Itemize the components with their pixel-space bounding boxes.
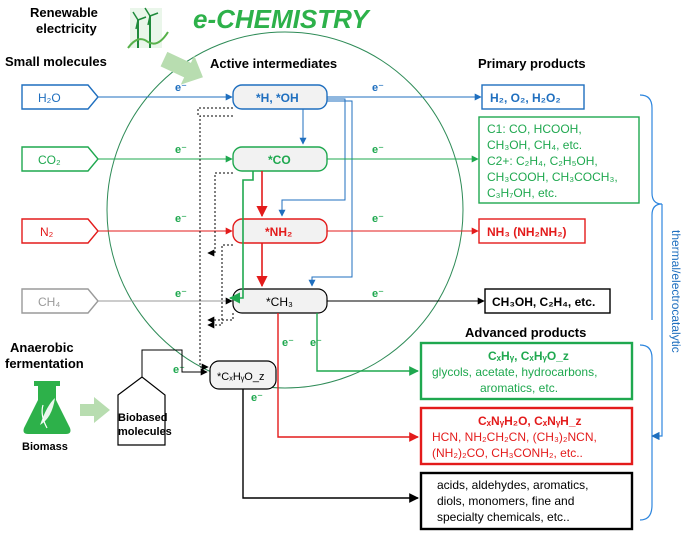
renewable-line2: electricity [36,21,97,36]
electron-label: e⁻ [173,364,185,376]
primary-hydrogen-box [481,84,585,110]
input-co2-label: CO₂ [38,153,61,167]
intermediate-nh2-label: *NH₂ [265,225,292,239]
intermediate-h-oh-label: *H, *OH [256,91,299,105]
page-title: e-CHEMISTRY [193,4,371,34]
advanced-black-box [419,471,634,531]
anaerobic-line1: Anaerobic [10,340,74,355]
advanced-black-line: specialty chemicals, etc.. [437,510,570,524]
biobased-molecules-box [117,376,166,446]
primary-carbon-line: CH₃OH, CH₄, etc. [487,138,582,152]
intermediate-co-label: *CO [268,153,291,167]
advanced-red-line: HCN, NH₂CH₂CN, (CH₃)₂NCN, [432,430,597,444]
advanced-green-box [419,341,634,401]
primary-carbon-line: C₃H₇OH, etc. [487,186,557,200]
renewable-line1: Renewable [30,5,98,20]
wind-turbines-icon [127,7,169,49]
input-h2o-label: H₂O [38,91,61,105]
primary-methane-box [484,288,611,314]
electron-label: e⁻ [310,337,322,349]
electron-label: e⁻ [282,337,294,349]
side-label: thermal/electrocatalytic [669,230,683,353]
advanced-red-line: (NH₂)₂CO, CH₃CONH₂, etc.. [432,446,583,460]
electron-label: e⁻ [175,144,187,156]
primary-carbon-box [478,116,640,204]
electron-label: e⁻ [372,144,384,156]
primary-ammonia-box [478,218,586,244]
input-ch4-label: CH₄ [38,295,60,309]
advanced-black-line: acids, aldehydes, aromatics, [437,478,588,492]
primary-methane-label: CH₃OH, C₂H₄, etc. [492,295,595,309]
advanced-black-line: diols, monomers, fine and [437,494,574,508]
electron-label: e⁻ [175,213,187,225]
input-n2 [21,218,99,244]
biomass-arrow [80,397,110,423]
right-bracket-lower [639,344,653,521]
header-small-molecules: Small molecules [5,54,107,69]
electron-label: e⁻ [372,213,384,225]
primary-carbon-line: CH₃COOH, CH₃COCH₃, [487,170,618,184]
energy-input-arrow [160,51,203,85]
intermediate-cxhyoz-label: *CₓHᵧO_z [217,371,265,383]
electron-label: e⁻ [251,392,263,404]
header-active-intermediates: Active intermediates [210,56,337,71]
advanced-green-heading: CₓHᵧ, CₓHᵧO_z [488,349,569,363]
advanced-red-heading: CₓNᵧH₂O, CₓNᵧH_z [478,414,582,428]
right-bracket [639,94,663,320]
primary-ammonia-label: NH₃ (NH₂NH₂) [487,225,567,239]
advanced-red-box [419,406,634,466]
primary-carbon-line: C2+: C₂H₄, C₂H₅OH, [487,154,598,168]
primary-hydrogen-label: H₂, O₂, H₂O₂ [490,91,561,105]
electron-label: e⁻ [175,288,187,300]
biomass-label: Biomass [22,441,68,453]
intermediate-ch3-label: *CH₃ [266,295,293,309]
electron-label: e⁻ [372,288,384,300]
input-h2o [21,84,99,110]
electron-label: e⁻ [372,82,384,94]
biobased-line2: molecules [118,426,172,438]
biomass-flask-icon [23,381,71,434]
electron-label: e⁻ [175,82,187,94]
anaerobic-line2: fermentation [5,356,84,371]
header-advanced-products: Advanced products [465,325,586,340]
input-n2-label: N₂ [40,225,54,239]
biobased-line1: Biobased [118,412,168,424]
header-primary-products: Primary products [478,56,586,71]
input-ch4 [21,288,99,314]
input-co2 [21,146,99,172]
reaction-sphere [106,31,464,389]
primary-carbon-line: C1: CO, HCOOH, [487,122,582,136]
advanced-green-line: glycols, acetate, hydrocarbons, [432,365,597,379]
advanced-green-line: aromatics, etc. [480,381,558,395]
